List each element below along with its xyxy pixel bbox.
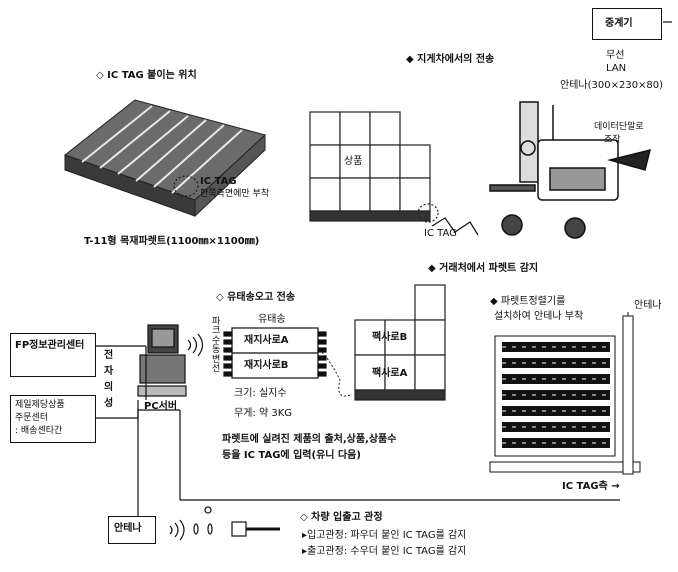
relay-station-label: 중계기 [605,18,633,30]
pallet-tag-note: 한쪽측면에만 부착 [200,189,269,199]
relay-sub2: LAN [606,63,626,75]
tag-section-title: ◇ 유태송오고 전송 [216,292,295,304]
dock-install-1: ◆ 파렛트정렬기를 [490,296,565,308]
stack-row1-label: 팩사로B [372,332,407,344]
stack-row2-label: 팩사로A [372,368,407,380]
dock-tag-direction: IC TAG측 → [562,481,620,493]
input-note-line2: 등을 IC TAG에 입력(유니 다음) [222,450,361,462]
gate-section-title: ◇ 차량 입출고 관정 [300,512,383,524]
telecom-char-4: 성 [104,398,113,410]
order-center-line1: 제일제당상품 [15,400,65,410]
tag-block-side-label: 파크수동변선 [212,318,222,375]
gate-antenna-box: 안테나 [108,516,156,544]
telecom-char-1: 전 [104,350,113,362]
forklift-tag-label: IC TAG [424,228,457,240]
gate-antenna-label: 안테나 [114,523,142,535]
gate-antenna-illustration [170,507,280,540]
tag-block-row2: 재지사로B [244,360,288,372]
dock-antenna-label: 안테나 [634,300,662,312]
order-center-line2: 주문센터 [15,413,48,423]
forklift-section-title: ◆ 지게차에서의 전송 [406,54,494,66]
order-center-line3: : 배송센타간 [15,426,62,436]
tag-block-weight: 무게: 약 3KG [234,408,292,420]
pallet-caption: T-11형 목재파렛트(1100㎜×1100㎜) [84,236,259,248]
gate-line-1: ▸입고관정: 파우더 붙인 IC TAG를 감지 [302,530,466,542]
tag-block-size: 크기: 실지수 [234,388,287,400]
tag-block-title: 유태송 [258,314,286,326]
dock-section-title: ◆ 거래처에서 파렛트 감지 [428,263,538,275]
pallet-aligner-rack [490,312,640,474]
relay-sub1: 무선 [606,50,624,62]
pc-server-label: PC서버 [144,401,177,413]
relay-station-box: 중계기 [592,8,662,40]
pallet-tag-label: IC TAG [200,176,237,188]
forklift-antenna-label: 안테나(300×230×80) [560,80,663,92]
telecom-char-3: 의 [104,382,113,394]
pallet-section-title: ◇ IC TAG 붙이는 위치 [96,70,197,82]
order-center-box: 제일제당상품 주문센터 : 배송센타간 [10,395,96,443]
gate-line-2: ▸출고관정: 수우더 붙인 IC TAG를 감지 [302,546,466,558]
dock-install-2: 설치하여 안테나 부착 [494,311,583,323]
forklift-cargo-label: 상품 [344,156,362,168]
tag-block-row1: 재지사로A [244,335,289,347]
input-note-line1: 파렛트에 실려진 제품의 출처,상품,상품수 [222,434,396,446]
forklift-cargo-stack [310,112,438,222]
telecom-char-2: 자 [104,366,113,378]
info-center-label: FP정보관리센터 [15,340,93,352]
info-center-box: FP정보관리센터 [10,333,96,377]
forklift-terminal-1: 데이터단말로 [594,122,644,132]
forklift-terminal-2: 조작 [604,135,621,145]
